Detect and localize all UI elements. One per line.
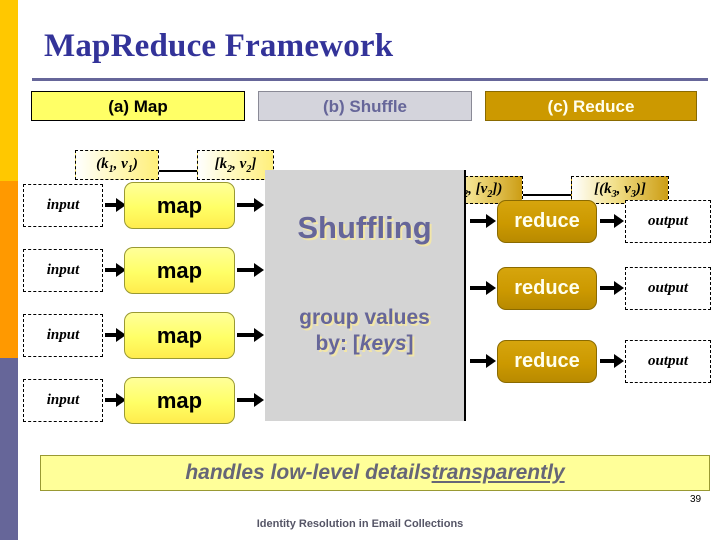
arrow-input-to-map-4 <box>105 393 126 407</box>
stripe-orange <box>0 181 18 358</box>
output-box-1: output <box>625 200 711 243</box>
input-box-2: input <box>23 249 103 292</box>
tag-connector-reduce <box>523 194 571 196</box>
arrow-reduce-to-output-1 <box>600 214 624 228</box>
shuffle-subtitle-line2-prefix: by: [ <box>315 332 360 356</box>
input-box-3: input <box>23 314 103 357</box>
tag-map-output-pair: [k2, v2] <box>197 150 274 180</box>
arrow-map-to-shuffle-3 <box>237 328 264 342</box>
arrow-shuffle-to-reduce-1 <box>470 214 496 228</box>
arrow-shuffle-to-reduce-3 <box>470 354 496 368</box>
footer-note: Identity Resolution in Email Collections <box>256 518 464 530</box>
output-box-3: output <box>625 340 711 383</box>
reduce-box-2: reduce <box>497 267 597 310</box>
output-box-2: output <box>625 267 711 310</box>
tag-text: [k2, v2] <box>214 155 257 175</box>
tag-map-input-pair: (k1, v1) <box>75 150 159 180</box>
stripe-gold <box>0 0 18 181</box>
arrow-input-to-map-1 <box>105 198 126 212</box>
summary-banner: handles low-level details transparently <box>40 455 710 491</box>
arrow-input-to-map-3 <box>105 328 126 342</box>
shuffle-subtitle-line2-suffix: ] <box>406 332 414 356</box>
shuffle-panel: Shuffling group values by: [keys] <box>265 170 466 421</box>
phase-header-shuffle: (b) Shuffle <box>258 91 472 121</box>
tag-reduce-output-pair: [(k3, v3)] <box>571 176 669 204</box>
reduce-box-3: reduce <box>497 340 597 383</box>
map-box-3: map <box>124 312 235 359</box>
arrow-map-to-shuffle-4 <box>237 393 264 407</box>
input-box-4: input <box>23 379 103 422</box>
map-box-4: map <box>124 377 235 424</box>
arrow-map-to-shuffle-1 <box>237 198 264 212</box>
arrow-map-to-shuffle-2 <box>237 263 264 277</box>
stripe-slate <box>0 358 18 540</box>
map-box-2: map <box>124 247 235 294</box>
arrow-shuffle-to-reduce-2 <box>470 281 496 295</box>
page-title: MapReduce Framework <box>44 28 394 64</box>
map-box-1: map <box>124 182 235 229</box>
summary-banner-emphasis: transparently <box>431 461 565 484</box>
summary-banner-text: handles low-level details <box>185 461 432 484</box>
phase-header-reduce: (c) Reduce <box>485 91 697 121</box>
arrow-input-to-map-2 <box>105 263 126 277</box>
page-number: 39 <box>690 494 702 505</box>
tag-text: (k1, v1) <box>96 155 138 175</box>
tag-connector-map <box>159 170 197 172</box>
shuffle-title: Shuffling <box>297 210 432 245</box>
input-box-1: input <box>23 184 103 227</box>
shuffle-subtitle-line1: group values <box>299 306 430 329</box>
phase-header-map: (a) Map <box>31 91 245 121</box>
reduce-box-1: reduce <box>497 200 597 243</box>
arrow-reduce-to-output-3 <box>600 354 624 368</box>
shuffle-subtitle-line2-italic: keys <box>359 332 407 356</box>
arrow-reduce-to-output-2 <box>600 281 624 295</box>
shuffle-subtitle: group values by: [keys] <box>265 305 464 358</box>
tag-text: [(k3, v3)] <box>594 180 646 200</box>
title-divider <box>32 78 708 81</box>
